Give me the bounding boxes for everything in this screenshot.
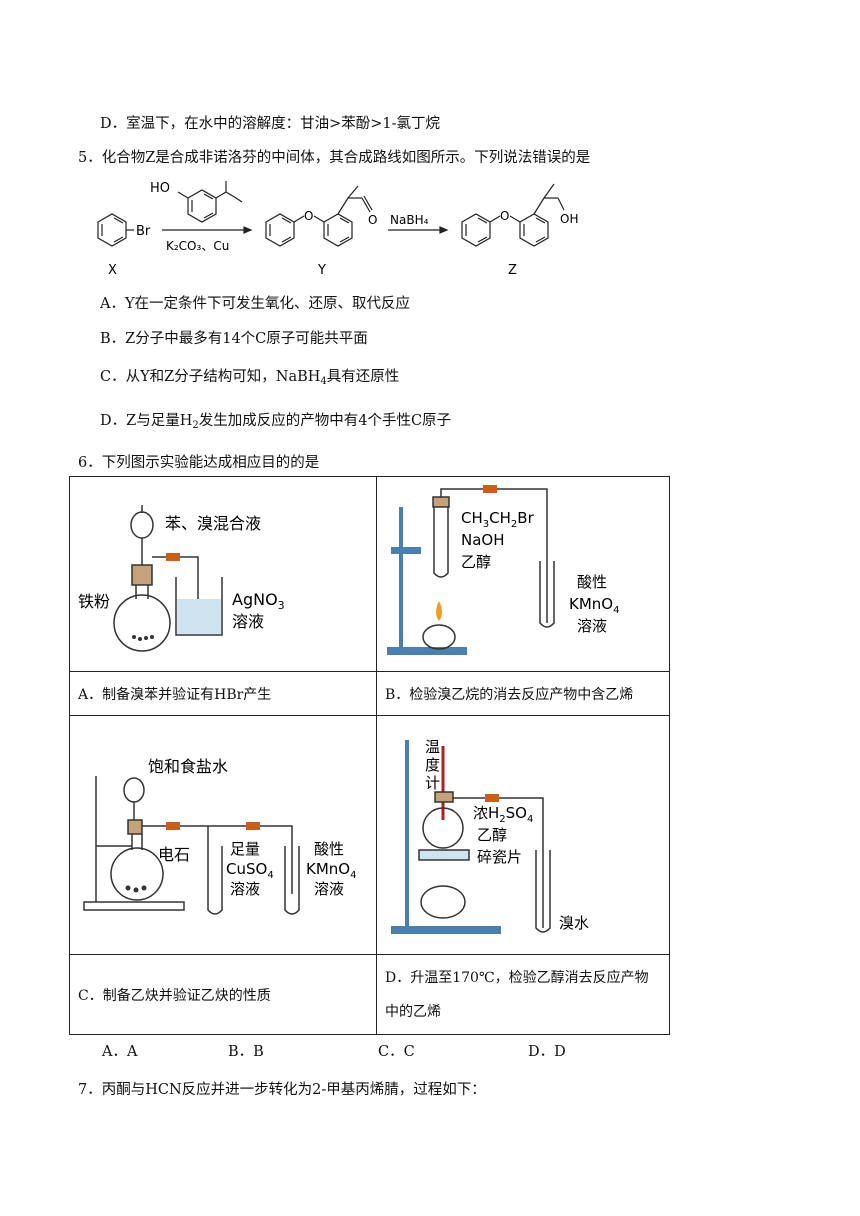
porcelain-chips-label: 碎瓷片 — [477, 848, 522, 866]
brine-label: 饱和食盐水 — [148, 757, 228, 776]
agno3-label: AgNO3 — [232, 590, 285, 612]
bromine-water-label: 溴水 — [559, 914, 589, 932]
thermometer-char-1: 温 — [425, 738, 440, 756]
ethanol-label: 乙醇 — [461, 553, 491, 571]
question-5-option-c: C．从Y和Z分子结构可知，NaBH4具有还原性 — [100, 369, 400, 387]
question-7-stem: 7．丙酮与HCN反应并进一步转化为2-甲基丙烯腈，过程如下： — [78, 1082, 486, 1098]
iron-powder-label: 铁粉 — [78, 592, 110, 611]
kmno4-label: KMnO4 — [569, 595, 619, 616]
synthesis-scheme: Br HO K₂CO₃、Cu O O NaBH₄ O OH X Y Z — [97, 181, 578, 278]
question-5-stem: 5．化合物Z是合成非诺洛芬的中间体，其合成路线如图所示。下列说法错误的是 — [78, 150, 591, 166]
x-br-label: Br — [136, 224, 151, 239]
question-5-option-d: D．Z与足量H2发生加成反应的产物中有4个手性C原子 — [100, 413, 452, 431]
acidic-label-c: 酸性 — [314, 840, 344, 858]
calcium-carbide-label: 电石 — [158, 845, 190, 864]
question-4-option-d: D．室温下，在水中的溶解度：甘油>苯酚>1-氯丁烷 — [100, 116, 441, 132]
apparatus-b: CH3CH2Br NaOH 乙醇 酸性 KMnO4 溶液 — [387, 485, 619, 655]
compound-x-label: X — [108, 263, 117, 278]
caption-d: D．升温至170℃，检验乙醇消去反应产物中的乙烯 — [376, 954, 670, 1035]
y-ether-o: O — [304, 209, 313, 223]
acidic-label: 酸性 — [577, 573, 607, 591]
kmno4-label-c: KMnO4 — [306, 860, 356, 881]
compound-z-label: Z — [508, 263, 517, 278]
caption-c: C．制备乙炔并验证乙炔的性质 — [69, 954, 377, 1035]
kmno4-solution-label: 溶液 — [577, 617, 607, 635]
z-oh-label: OH — [560, 212, 578, 226]
excess-label: 足量 — [230, 840, 260, 858]
agno3-solution-label: 溶液 — [232, 612, 264, 631]
compound-y-label: Y — [317, 263, 326, 278]
caption-a: A．制备溴苯并验证有HBr产生 — [69, 671, 377, 716]
caption-b: B．检验溴乙烷的消去反应产物中含乙烯 — [376, 671, 670, 716]
apparatus-c: 饱和食盐水 电石 足量 CuSO4 溶液 酸性 KMnO4 溶液 — [83, 757, 356, 915]
reagent-conditions: K₂CO₃、Cu — [166, 239, 229, 253]
y-carbonyl-o: O — [368, 213, 377, 227]
choice-c: C．C — [378, 1044, 415, 1060]
figure-d-cell: 温 度 计 浓H2SO4 乙醇 碎瓷片 溴水 — [376, 715, 670, 955]
choice-a: A．A — [102, 1044, 138, 1060]
figure-a-cell: 苯、溴混合液 铁粉 AgNO3 溶液 — [69, 476, 377, 672]
figure-b-cell: CH3CH2Br NaOH 乙醇 酸性 KMnO4 溶液 — [376, 476, 670, 672]
choice-b: B．B — [228, 1044, 264, 1060]
nabh4-reagent: NaBH₄ — [390, 213, 429, 227]
question-5-option-b: B．Z分子中最多有14个C原子可能共平面 — [100, 331, 368, 347]
cuso4-solution-label: 溶液 — [230, 880, 260, 898]
ch3ch2br-label: CH3CH2Br — [461, 509, 535, 530]
apparatus-a: 苯、溴混合液 铁粉 AgNO3 溶液 — [78, 505, 285, 652]
question-6-stem: 6．下列图示实验能达成相应目的的是 — [78, 455, 320, 471]
z-ether-o: O — [500, 209, 509, 223]
x-benzene-ring — [97, 213, 127, 247]
thermometer-char-2: 度 — [425, 756, 440, 774]
thermometer-char-3: 计 — [425, 774, 440, 792]
funnel-label: 苯、溴混合液 — [165, 514, 261, 533]
h2so4-label: 浓H2SO4 — [473, 804, 533, 825]
apparatus-d: 温 度 计 浓H2SO4 乙醇 碎瓷片 溴水 — [391, 738, 589, 934]
naoh-label: NaOH — [461, 531, 505, 549]
question-5-option-a: A．Y在一定条件下可发生氧化、还原、取代反应 — [100, 296, 411, 312]
cuso4-label: CuSO4 — [226, 860, 274, 881]
choice-d: D．D — [528, 1044, 566, 1060]
kmno4-solution-label-c: 溶液 — [314, 880, 344, 898]
reagent-ho-label: HO — [150, 181, 170, 196]
ethanol-label-d: 乙醇 — [477, 826, 507, 844]
figure-c-cell: 饱和食盐水 电石 足量 CuSO4 溶液 酸性 KMnO4 溶液 — [69, 715, 377, 955]
experiment-table: 苯、溴混合液 铁粉 AgNO3 溶液 — [69, 476, 670, 1035]
